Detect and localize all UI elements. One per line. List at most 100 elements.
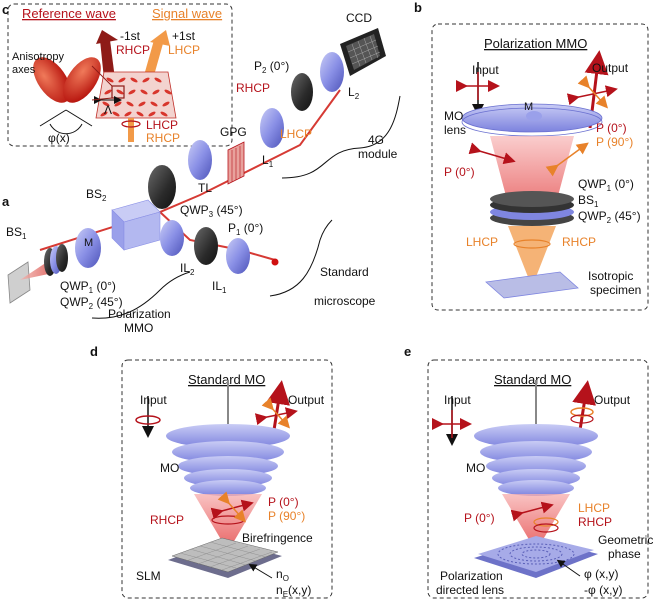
mirror-m: [75, 228, 101, 268]
module-4g-label-2: module: [358, 147, 398, 161]
input-beam-c: [128, 118, 134, 142]
qwp3-label: QWP3 (45°): [180, 203, 243, 219]
l2-label: L2: [348, 85, 360, 101]
lhcp-label-c: LHCP: [146, 118, 178, 132]
p90-right-label-b: P (90°): [596, 135, 633, 149]
phi-pos-label: φ (x,y): [584, 567, 618, 581]
qwp1-label: QWP1 (0°): [60, 279, 116, 295]
pdl-label-2: directed lens: [436, 583, 504, 597]
no-label: nO: [276, 567, 289, 583]
reference-wave-label: Reference wave: [22, 6, 116, 21]
light-source: [271, 258, 279, 266]
rhcp-label-c: RHCP: [146, 131, 180, 145]
std-mic-label-1: Standard: [320, 265, 369, 279]
qwp1-element: [56, 244, 68, 272]
module-4g-label-1: 4G: [368, 133, 384, 147]
isotropic-specimen: [485, 271, 579, 299]
lens-l1: [260, 108, 284, 148]
mo-stack-d: [166, 380, 290, 496]
polarizer-p2: [291, 73, 313, 111]
mo-stack-e: [474, 380, 598, 496]
std-mic-label-2: microscope: [314, 294, 376, 308]
output-label-e: Output: [594, 393, 631, 407]
geometric-label-2: phase: [608, 547, 641, 561]
module-4g-bracket: [281, 95, 401, 179]
panel-label-e: e: [404, 344, 411, 359]
pol-mmo-bracket: [91, 271, 191, 319]
panel-e-title: Standard MO: [494, 372, 571, 387]
anisotropy-ellipse-1: [33, 57, 71, 103]
qwp1-label-b: QWP1 (0°): [578, 177, 634, 193]
panel-label-c: c: [2, 2, 9, 17]
output-label-b: Output: [592, 61, 629, 75]
polarizer-p1: [194, 227, 218, 265]
qwp2-label-b: QWP2 (45°): [578, 209, 641, 225]
std-mic-bracket: [269, 219, 333, 297]
plus-order-label: +1st: [172, 29, 196, 43]
p1-label: P1 (0°): [228, 221, 263, 237]
minus-order-label: -1st: [120, 29, 141, 43]
lens-l2: [320, 52, 344, 92]
focus-cone-b: [508, 226, 556, 282]
ne-label: nE(x,y): [276, 583, 311, 599]
tube-lens: [188, 140, 212, 180]
bs2-label: BS2: [86, 187, 107, 203]
grating-pattern: [95, 71, 177, 119]
p0-label-e: P (0°): [464, 511, 495, 525]
mo-lens-label-2: lens: [444, 123, 466, 137]
panel-label-a: a: [2, 194, 10, 209]
p90-label-d: P (90°): [268, 509, 305, 523]
input-label-e: Input: [444, 393, 471, 407]
slm-panel: [168, 537, 282, 578]
l1-label: L1: [262, 153, 274, 169]
signal-wave-label: Signal wave: [152, 6, 222, 21]
p0-left-label-b: P (0°): [444, 165, 475, 179]
optical-setup: a M BS1 QWP1 (0°) QWP2 (45°) BS2 QWP3 (4…: [2, 11, 401, 335]
lhcp-label-setup: LHCP: [280, 127, 312, 141]
lhcp-label-e: LHCP: [578, 501, 610, 515]
pdl-label-1: Polarization: [440, 569, 503, 583]
mo-lens-label-1: MO: [444, 109, 463, 123]
bs2-cube: [111, 199, 161, 251]
panel-d-title: Standard MO: [188, 372, 265, 387]
input-label-d: Input: [140, 393, 167, 407]
p2-label: P2 (0°): [254, 59, 289, 75]
pol-mmo-label-2: MMO: [124, 321, 153, 335]
beam-cone-b: [490, 136, 574, 196]
minus-pol-label: RHCP: [116, 43, 150, 57]
birefringence-label: Birefringence: [242, 531, 313, 545]
specimen-label-1: Isotropic: [588, 269, 633, 283]
qwp3-element: [148, 165, 176, 209]
panel-b-title: Polarization MMO: [484, 36, 587, 51]
mo-label-e: MO: [466, 461, 485, 475]
output-label-d: Output: [288, 393, 325, 407]
specimen-slide: [7, 261, 31, 304]
il2-label: IL2: [180, 261, 195, 277]
panel-d: d Standard MO Input Output MO RHCP P (0°…: [90, 344, 333, 599]
panel-b: b Polarization MMO Input Output M MO len…: [414, 0, 649, 311]
rhcp-label-e: RHCP: [578, 515, 612, 529]
panel-label-d: d: [90, 344, 98, 359]
m-label: M: [84, 237, 93, 249]
lens-il1: [226, 238, 250, 274]
m-label-b: M: [524, 101, 533, 113]
anisotropy-label-2: axes: [12, 64, 36, 76]
qwp2-label: QWP2 (45°): [60, 295, 123, 311]
bs1-label: BS1: [6, 225, 27, 241]
slm-label: SLM: [136, 569, 161, 583]
lambda-label: Λ: [104, 103, 112, 117]
mo-label-d: MO: [160, 461, 179, 475]
panel-c: c Reference wave Signal wave -1st RHCP +…: [2, 2, 233, 147]
gpg-label: GPG: [220, 125, 247, 139]
rhcp-label-d: RHCP: [150, 513, 184, 527]
phi-label: φ(x): [48, 131, 70, 145]
plus-first-arrowhead: [150, 30, 170, 46]
lhcp-label-b: LHCP: [466, 235, 498, 249]
anisotropy-ellipse-2: [63, 57, 101, 103]
ccd-label: CCD: [346, 11, 372, 25]
bs1-label-b: BS1: [578, 193, 599, 209]
p0-label-d: P (0°): [268, 495, 299, 509]
p0-right-label-b: P (0°): [596, 121, 627, 135]
minus-first-arrowhead: [96, 30, 118, 44]
